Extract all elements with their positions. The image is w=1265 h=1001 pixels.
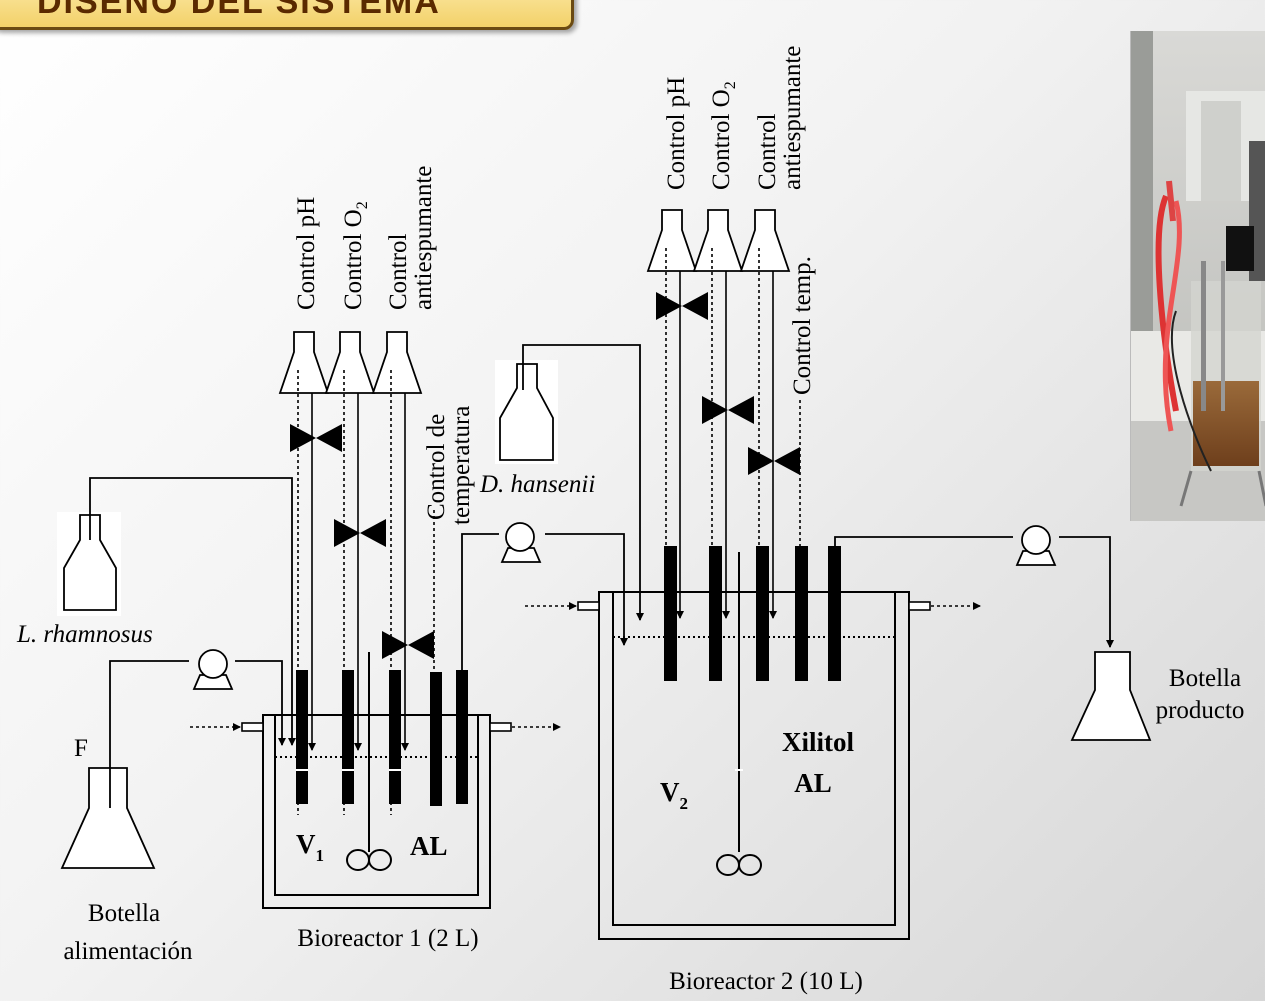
label-control-temp-2: Control temp.	[789, 256, 816, 395]
label-antiespumante-2: antiespumante	[779, 46, 806, 190]
label-antiespumante-1: antiespumante	[410, 166, 437, 310]
control-flasks-2	[648, 210, 789, 271]
flow-label: F	[74, 735, 88, 762]
label-control-2: Control	[754, 114, 781, 190]
pump-1	[194, 650, 232, 689]
product-bottle-label-1: Botella	[1169, 665, 1241, 692]
product-bottle-label-2: producto	[1156, 697, 1245, 724]
agitator-2	[717, 552, 761, 875]
inoculum-bottle-1	[57, 512, 121, 616]
bioreactor-1-caption: Bioreactor 1 (2 L)	[297, 925, 478, 952]
probes-bioreactor-1	[296, 670, 468, 806]
content-label-xilitol: Xilitol	[782, 727, 854, 757]
label-control-de-1: Control de	[423, 414, 450, 520]
label-control-1: Control	[385, 234, 412, 310]
probes-bioreactor-2	[664, 546, 841, 681]
volume-label-2: V2	[660, 777, 688, 813]
label-control-ph-1: Control pH	[293, 197, 320, 310]
product-bottle	[1072, 652, 1150, 740]
organism-label-1: L. rhamnosus	[16, 621, 153, 648]
label-temperatura-1: temperatura	[448, 406, 475, 525]
volume-label-1: V1	[296, 829, 324, 865]
bioreactor-2	[599, 592, 909, 939]
pump-2	[502, 523, 540, 562]
control-labels-2: Control pH Control O2 Control antiespuma…	[663, 46, 816, 395]
inoculum-bottle-2	[495, 360, 558, 464]
label-control-o2-2: Control O2	[708, 81, 739, 190]
pump-3	[1017, 526, 1055, 565]
organism-label-2: D. hansenii	[479, 471, 595, 498]
feed-bottle-label-1: Botella	[88, 900, 160, 927]
control-labels-1: Control pH Control O2 Control antiespuma…	[293, 166, 475, 525]
feed-bottle-label-2: alimentación	[63, 938, 193, 965]
valves-2	[656, 292, 800, 475]
content-label-al-2: AL	[794, 768, 832, 798]
label-control-o2-1: Control O2	[340, 201, 371, 310]
feed-bottle	[62, 768, 154, 868]
content-label-1: AL	[410, 831, 448, 861]
control-flasks-1	[280, 332, 421, 393]
label-control-ph-2: Control pH	[663, 77, 690, 190]
bioreactor-2-caption: Bioreactor 2 (10 L)	[669, 968, 863, 995]
